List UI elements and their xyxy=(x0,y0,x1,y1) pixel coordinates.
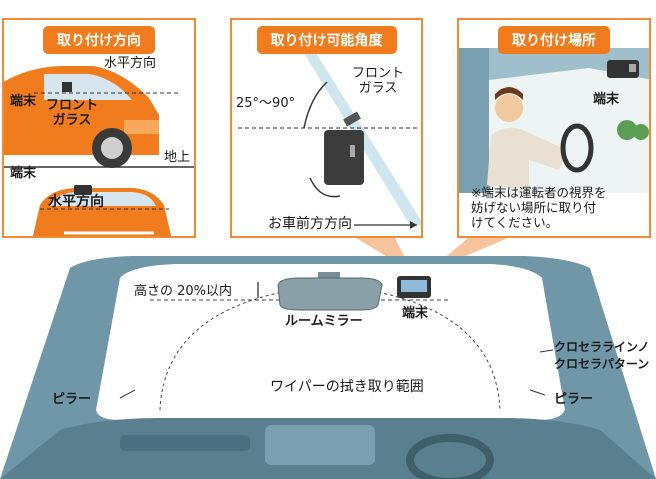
terminal-label-top: 端末 xyxy=(10,94,37,109)
mount-angle-title: 取り付け可能角度 xyxy=(256,26,397,54)
front-glass-label: フロント ガラス xyxy=(46,98,99,128)
crossover-line-label: クロセララインノ xyxy=(554,340,650,354)
crossover-pattern-label: クロセラパターン xyxy=(554,357,650,371)
angle-range-label: 25°〜90° xyxy=(236,96,296,111)
mount-location-illustration xyxy=(459,48,649,193)
panel-mount-direction: 取り付け方向 水平方向 端末 フロント ガラス 地上 端末 水平方向 xyxy=(2,18,196,238)
terminal-label-windshield: 端末 xyxy=(402,306,429,321)
ground-label: 地上 xyxy=(164,150,191,165)
panel-mount-angle: 取り付け可能角度 25°〜90° フロント ガラス お車前方方向 xyxy=(230,18,423,238)
terminal-label-bottom: 端末 xyxy=(10,166,37,181)
pillar-left-label: ピラー xyxy=(52,392,92,407)
forward-direction-label: お車前方方向 xyxy=(268,216,352,232)
mount-location-note: ※端末は運転者の視界を 妨げない場所に取り付 けてください。 xyxy=(471,185,607,230)
front-glass-label-angle: フロント ガラス xyxy=(352,66,405,96)
mount-angle-illustration xyxy=(238,50,421,229)
mount-direction-illustration xyxy=(4,66,194,236)
mount-location-title: 取り付け場所 xyxy=(498,26,610,54)
height-note-label: 高さの 20%以内 xyxy=(134,284,233,299)
mount-direction-title: 取り付け方向 xyxy=(43,26,155,54)
pillar-right-label: ピラー xyxy=(554,392,594,407)
horizontal-label-bottom: 水平方向 xyxy=(48,194,104,210)
wiper-range-label: ワイパーの拭き取り範囲 xyxy=(270,379,424,395)
horizontal-label-top: 水平方向 xyxy=(104,56,157,71)
panel-mount-location: 取り付け場所 端末 ※端末は運転者の視界を 妨げない場所に取り付 けてください。 xyxy=(457,18,651,238)
room-mirror-label: ルームミラー xyxy=(285,314,363,329)
terminal-label-location: 端末 xyxy=(593,92,620,107)
